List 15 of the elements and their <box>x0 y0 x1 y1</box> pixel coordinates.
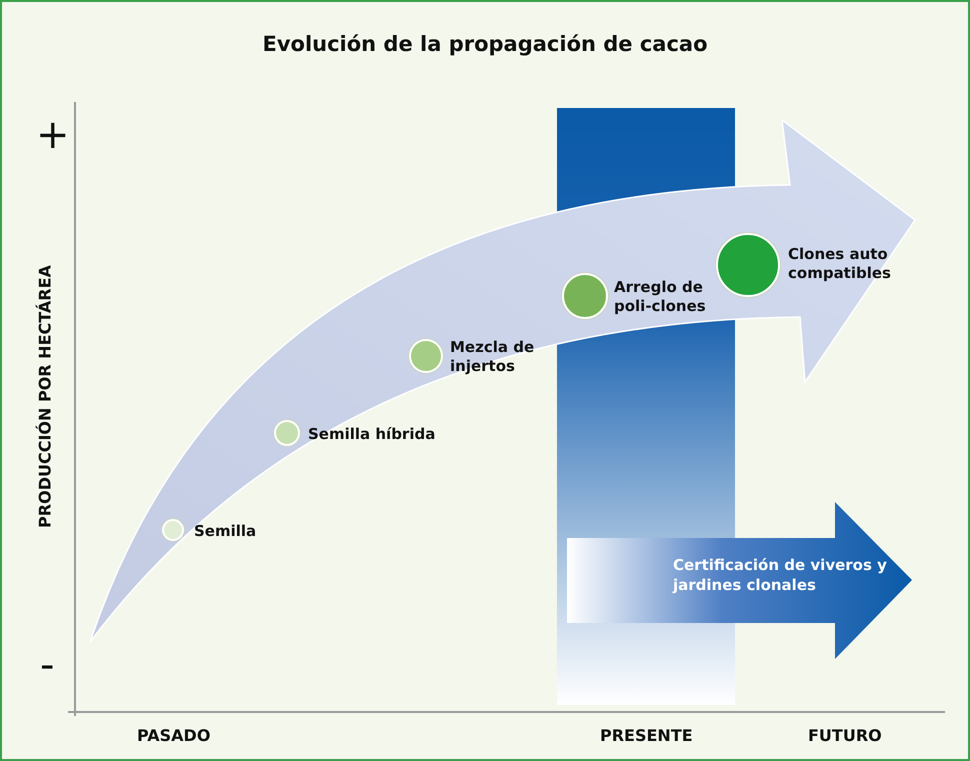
certification-arrow <box>567 502 912 659</box>
point-label: Arreglo de poli-clones <box>614 278 707 316</box>
point-circle <box>162 519 184 541</box>
point-label: Mezcla de injertos <box>450 338 536 376</box>
axis-sign: - <box>40 642 54 688</box>
point-label: Semilla <box>194 522 258 541</box>
axis-category: PRESENTE <box>600 726 693 745</box>
point-label: Clones auto compatibles <box>788 245 892 283</box>
axis-category: FUTURO <box>808 726 882 745</box>
point-label: Semilla híbrida <box>308 425 436 444</box>
axis-sign: + <box>36 112 70 158</box>
diagram-title: Evolución de la propagación de cacao <box>261 32 709 56</box>
arrow-text: Certificación de viveros y jardines clonales <box>673 555 888 595</box>
axis-title: PRODUCCIÓN POR HECTÁREA <box>36 264 54 530</box>
axis-category: PASADO <box>137 726 210 745</box>
